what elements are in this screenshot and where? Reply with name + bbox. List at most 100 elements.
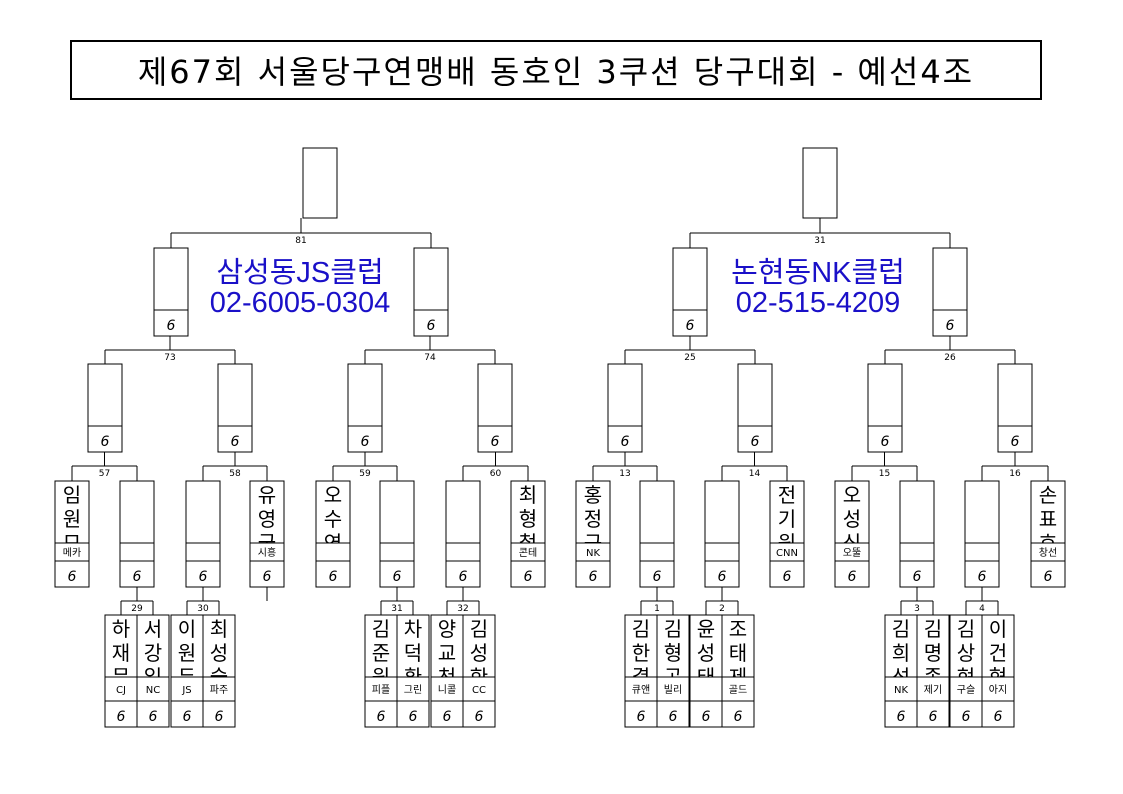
score-mark: 6 xyxy=(881,434,890,450)
seeded-player-name: 수 xyxy=(324,507,342,531)
score-mark: 6 xyxy=(491,434,500,450)
qualifier-player-club: 골드 xyxy=(729,684,747,696)
score-mark: 6 xyxy=(377,709,386,725)
qualifier-player-box xyxy=(364,614,398,678)
score-mark: 6 xyxy=(734,709,743,725)
score-mark: 6 xyxy=(929,709,938,725)
score-mark: 6 xyxy=(524,569,533,585)
seeded-player-name: 유 xyxy=(258,483,276,507)
quarter-box xyxy=(87,363,123,427)
score-mark: 6 xyxy=(117,709,126,725)
club-info-left: 삼성동JS클럽 02-6005-0304 xyxy=(190,258,410,319)
score-mark: 6 xyxy=(718,569,727,585)
qualifier-player-box xyxy=(396,614,430,678)
score-mark: 6 xyxy=(589,569,598,585)
round-box xyxy=(899,480,935,544)
final-box xyxy=(802,147,838,219)
score-mark: 6 xyxy=(475,709,484,725)
match-number-label: 25 xyxy=(684,353,695,363)
qualifier-player-name: 형 xyxy=(664,641,682,665)
qualifier-player-club: 큐앤 xyxy=(632,684,650,696)
club-cell xyxy=(656,676,690,702)
qualifier-player-name: 김 xyxy=(892,617,910,641)
seeded-player-club: 오뚤 xyxy=(843,547,861,559)
score-cell xyxy=(672,309,708,337)
seeded-player-club: 콘테 xyxy=(519,547,537,559)
score-mark: 6 xyxy=(897,709,906,725)
score-cell xyxy=(949,700,983,728)
club-cell xyxy=(379,542,415,562)
seeded-player-name: 오 xyxy=(843,483,861,507)
score-mark: 6 xyxy=(101,434,110,450)
score-cell xyxy=(396,700,430,728)
qualifier-player-name: 성 xyxy=(697,641,715,665)
score-mark: 6 xyxy=(621,434,630,450)
qualifier-player-name: 명 xyxy=(924,641,942,665)
qualifier-player-name: 원 xyxy=(178,641,196,665)
club-cell xyxy=(136,676,170,702)
qualifier-player-name: 상 xyxy=(957,641,975,665)
qualifier-player-club: CC xyxy=(472,685,486,696)
club-cell xyxy=(396,676,430,702)
quarter-box xyxy=(477,363,513,427)
score-mark: 6 xyxy=(215,709,224,725)
match-number-label: 60 xyxy=(490,469,502,479)
score-mark: 6 xyxy=(1011,434,1020,450)
club-cell xyxy=(981,676,1015,702)
qualifier-player-name: 김 xyxy=(924,617,942,641)
semi-box xyxy=(932,247,968,311)
seeded-player-name: 영 xyxy=(258,507,276,531)
club-cell xyxy=(462,676,496,702)
quarter-box xyxy=(997,363,1033,427)
qualifier-player-club: 피플 xyxy=(372,684,390,696)
seeded-player-name: 정 xyxy=(584,507,602,531)
page-title: 제67회 서울당구연맹배 동호인 3쿠션 당구대회 - 예선4조 xyxy=(137,53,975,91)
score-mark: 6 xyxy=(409,709,418,725)
qualifier-player-club: 빌리 xyxy=(664,684,682,696)
score-cell xyxy=(153,309,189,337)
club-name-right: 논현동NK클럽 xyxy=(731,257,905,289)
score-cell xyxy=(185,560,221,588)
seeded-player-name: 오 xyxy=(324,483,342,507)
quarter-box xyxy=(347,363,383,427)
qualifier-player-name: 희 xyxy=(892,641,910,665)
seeded-player-box xyxy=(315,480,351,544)
qualifier-player-club: 아지 xyxy=(989,684,1007,696)
qualifier-player-name: 김 xyxy=(957,617,975,641)
score-mark: 6 xyxy=(183,709,192,725)
qualifier-player-name: 하 xyxy=(112,617,130,641)
score-mark: 6 xyxy=(913,569,922,585)
match-number-label: 73 xyxy=(164,353,175,363)
semi-box xyxy=(413,247,449,311)
score-mark: 6 xyxy=(637,709,646,725)
score-cell xyxy=(202,700,236,728)
score-cell xyxy=(656,700,690,728)
match-number-label: 14 xyxy=(749,469,761,479)
club-cell xyxy=(315,542,351,562)
qualifier-player-name: 성 xyxy=(210,641,228,665)
seeded-player-club: NK xyxy=(586,548,600,559)
score-cell xyxy=(981,700,1015,728)
match-number-label: 26 xyxy=(944,353,956,363)
seeded-player-name: 형 xyxy=(519,507,537,531)
seeded-player-club: 메카 xyxy=(63,547,81,559)
qualifier-player-club: NC xyxy=(146,685,160,696)
qualifier-player-name: 덕 xyxy=(404,641,422,665)
qualifier-player-name: 차 xyxy=(404,617,422,641)
seeded-player-name: 손 xyxy=(1039,483,1057,507)
qualifier-player-name: 성 xyxy=(470,641,488,665)
quarter-box xyxy=(607,363,643,427)
seeded-player-name: 전 xyxy=(778,483,796,507)
score-cell xyxy=(704,560,740,588)
score-cell xyxy=(884,700,918,728)
score-cell xyxy=(1030,560,1066,588)
score-mark: 6 xyxy=(962,709,971,725)
seeded-player-name: 최 xyxy=(519,483,537,507)
match-number-label: 31 xyxy=(391,604,402,614)
match-number-label: 74 xyxy=(424,353,436,363)
seeded-player-name: 성 xyxy=(843,507,861,531)
qualifier-player-name: 양 xyxy=(438,617,456,641)
score-mark: 6 xyxy=(751,434,760,450)
score-cell xyxy=(575,560,611,588)
